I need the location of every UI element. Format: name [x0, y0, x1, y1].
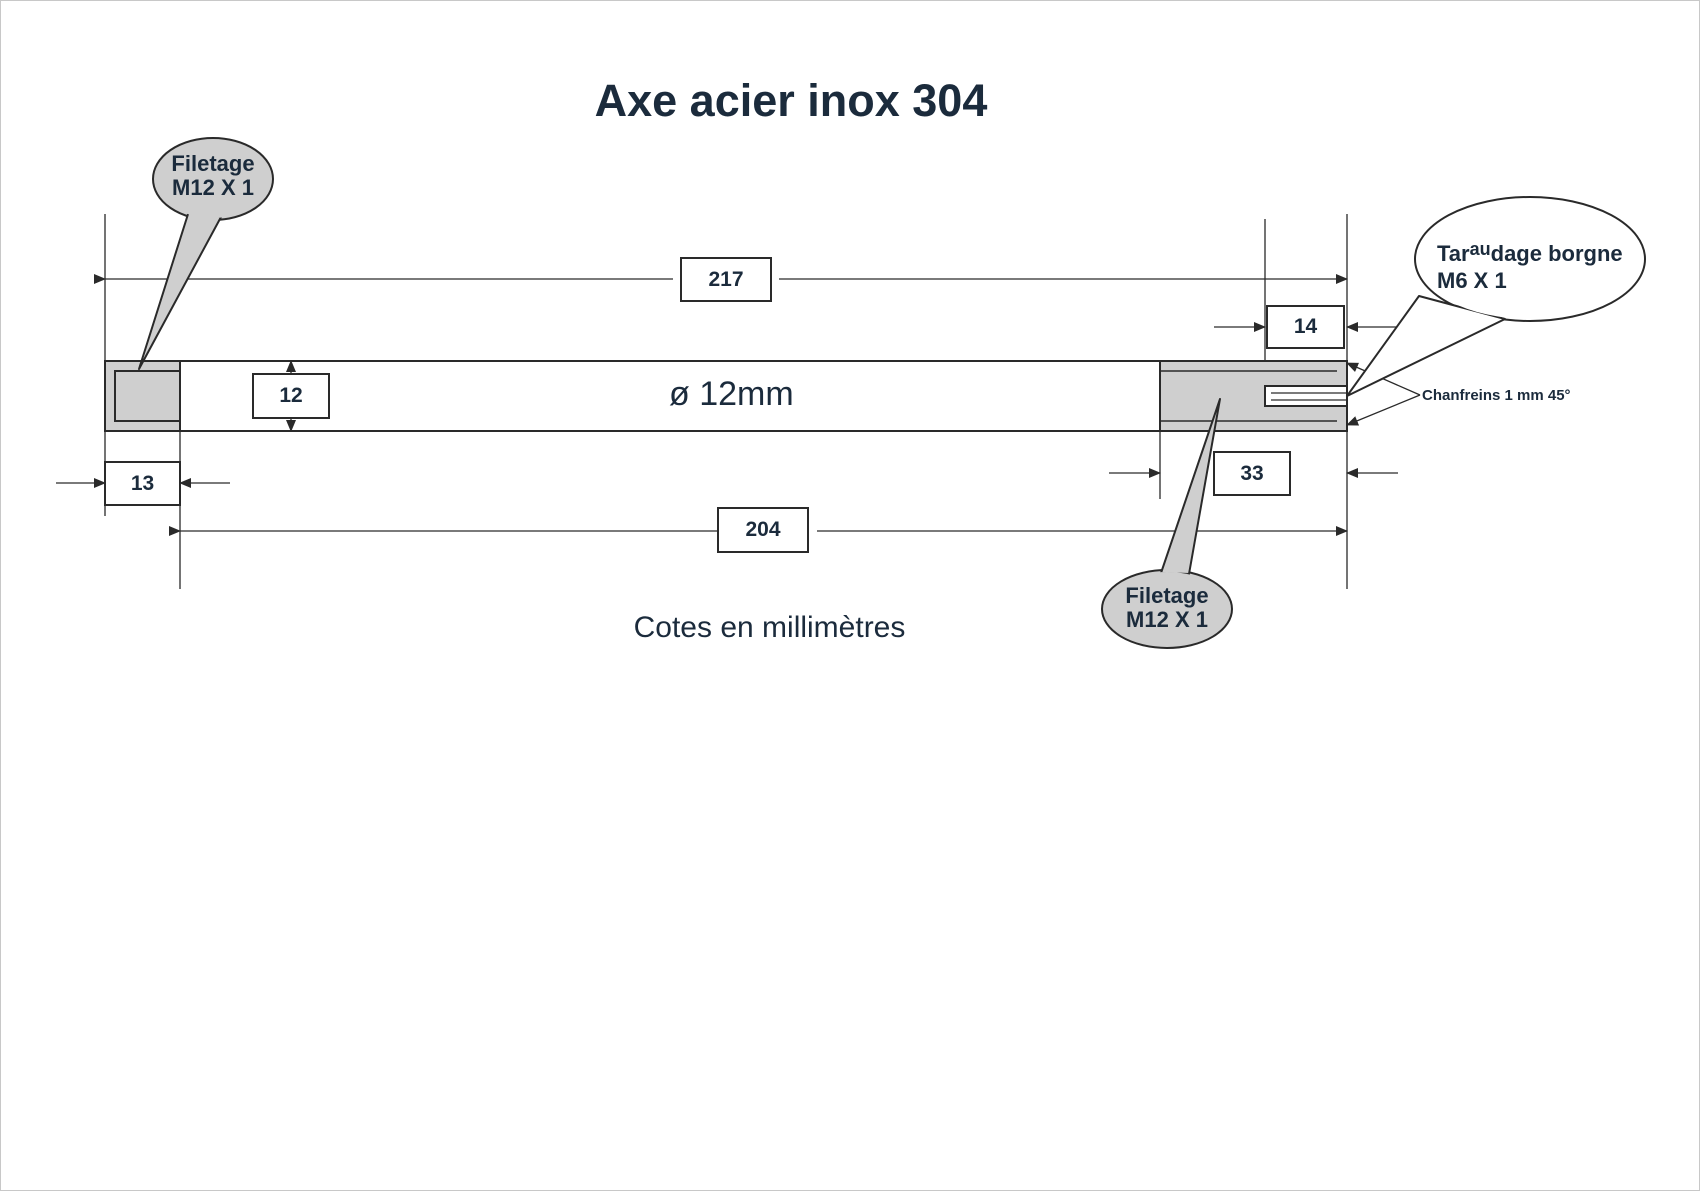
right-thread-callout — [1101, 398, 1233, 649]
page-title: Axe acier inox 304 — [594, 75, 988, 126]
left-thread-text: Filetage M12 X 1 — [153, 152, 273, 200]
left-thread-line2: M12 X 1 — [172, 175, 254, 200]
tapped-hole-part2: dage borgne — [1490, 241, 1623, 266]
tapped-hole-line1: Taraudage borgne — [1437, 239, 1623, 268]
tapped-hole-superscript: au — [1469, 239, 1491, 259]
dimension-204: 204 — [717, 507, 809, 553]
dimension-lines — [56, 274, 1398, 536]
chamfer-note: Chanfreins 1 mm 45° — [1422, 387, 1571, 404]
tapped-hole-text: Taraudage borgne M6 X 1 — [1437, 239, 1623, 293]
right-thread-line2: M12 X 1 — [1126, 607, 1208, 632]
tapped-hole-line2: M6 X 1 — [1437, 268, 1507, 293]
tapped-hole — [1264, 385, 1348, 407]
units-caption: Cotes en millimètres — [633, 611, 906, 644]
dimension-33: 33 — [1213, 451, 1291, 496]
shaft — [104, 360, 1348, 432]
dimension-13: 13 — [104, 461, 181, 506]
right-thread-text: Filetage M12 X 1 — [1106, 584, 1228, 632]
dimension-14: 14 — [1266, 305, 1345, 349]
extension-lines — [104, 214, 1348, 589]
tapped-hole-part1: Tar — [1437, 241, 1470, 266]
dimension-12: 12 — [252, 373, 330, 419]
left-thread-callout — [138, 137, 274, 370]
left-thread-line1: Filetage — [171, 151, 255, 176]
diameter-label: ø 12mm — [669, 375, 794, 413]
dimension-217: 217 — [680, 257, 772, 302]
tapped-hole-callout — [1346, 196, 1646, 397]
right-thread-line1: Filetage — [1125, 583, 1209, 608]
